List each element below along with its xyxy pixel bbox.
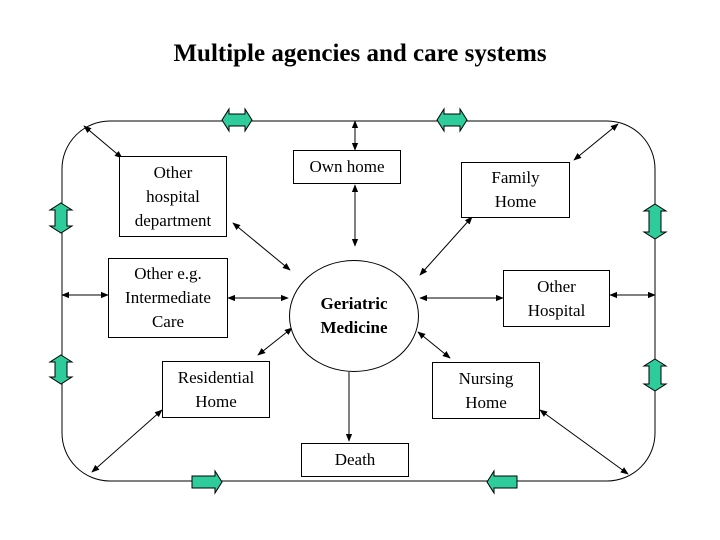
- node-other-hospital-department: Other hospital department: [119, 156, 227, 237]
- arrow-center-residential: [257, 327, 293, 356]
- node-other-hospital: Other Hospital: [503, 270, 610, 327]
- block-arrow-right-lower: [642, 358, 668, 392]
- node-residential-home: Residential Home: [162, 361, 270, 418]
- arrow-center-other-dept: [232, 222, 291, 271]
- arrow-family-home-to-loop: [573, 123, 619, 161]
- node-death: Death: [301, 443, 409, 477]
- arrow-center-family-home: [419, 216, 473, 276]
- block-arrow-top-left: [221, 107, 253, 133]
- node-nursing-home: Nursing Home: [432, 362, 540, 419]
- outer-loop: [61, 120, 656, 482]
- arrow-nursing-to-loop: [539, 409, 629, 475]
- block-arrow-bottom-right: [486, 469, 518, 495]
- block-arrow-left-upper: [48, 202, 74, 234]
- arrow-center-nursing: [417, 331, 451, 359]
- arrow-residential-to-loop: [91, 409, 163, 473]
- node-geriatric-medicine: Geriatric Medicine: [289, 260, 419, 372]
- node-family-home: Family Home: [461, 162, 570, 218]
- node-own-home: Own home: [293, 150, 401, 184]
- block-arrow-top-right: [436, 107, 468, 133]
- node-intermediate-care: Other e.g. Intermediate Care: [108, 258, 228, 338]
- arrow-other-dept-to-loop: [83, 125, 123, 159]
- block-arrow-left-lower: [48, 354, 74, 385]
- block-arrow-right-upper: [642, 203, 668, 240]
- block-arrow-bottom-left: [191, 469, 223, 495]
- diagram-title: Multiple agencies and care systems: [173, 40, 547, 67]
